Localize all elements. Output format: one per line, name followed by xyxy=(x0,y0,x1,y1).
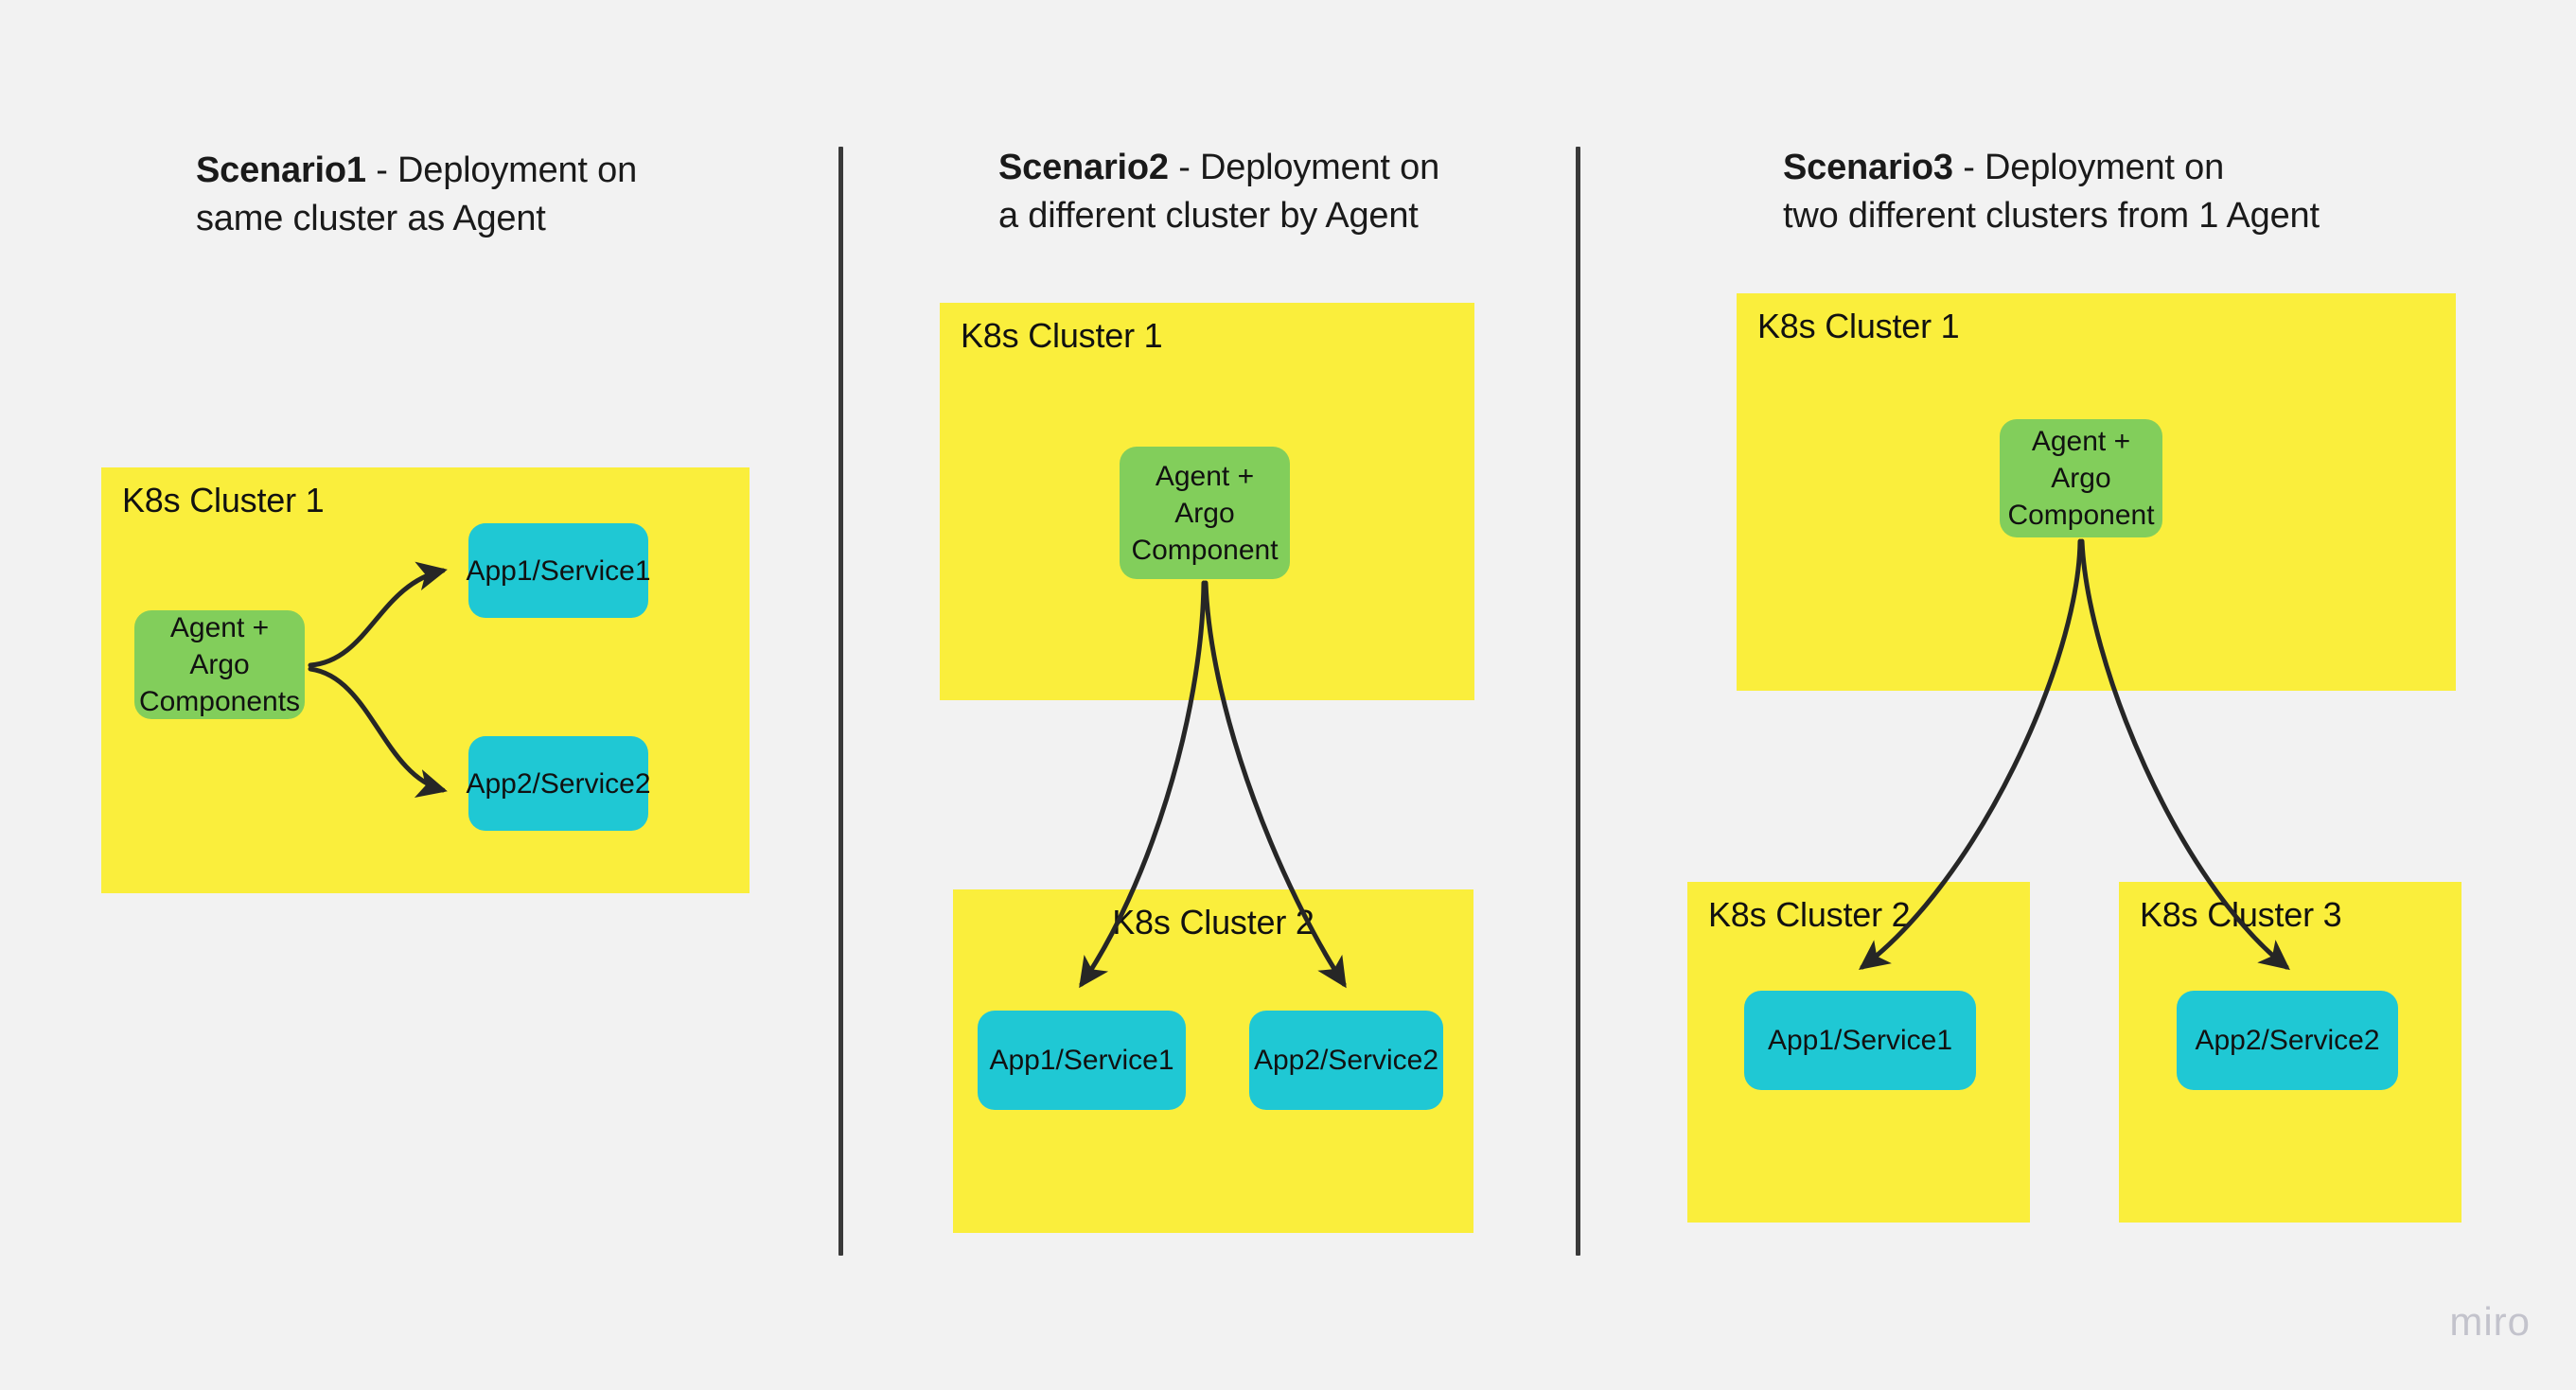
scenario2-title-rest: - Deployment on a different cluster by A… xyxy=(998,148,1440,237)
node-s2-agent[interactable]: Agent + Argo Component xyxy=(1120,447,1290,579)
node-s3-app2[interactable]: App2/Service2 xyxy=(2177,991,2398,1090)
node-s1-app1[interactable]: App1/Service1 xyxy=(466,523,651,618)
cluster-label-s1-cluster1: K8s Cluster 1 xyxy=(122,481,325,519)
node-s1-app2[interactable]: App2/Service2 xyxy=(466,736,651,831)
scenario1-title-rest: - Deployment on same cluster as Agent xyxy=(196,150,638,239)
scenario2-title: Scenario2 - Deployment on a different cl… xyxy=(998,144,1439,241)
cluster-label-s3-cluster2: K8s Cluster 2 xyxy=(1708,895,1911,934)
node-s1-agent[interactable]: Agent + Argo Components xyxy=(134,610,305,719)
cluster-label-s3-cluster1: K8s Cluster 1 xyxy=(1757,307,1960,345)
panel-divider-1 xyxy=(838,147,843,1256)
miro-watermark: miro xyxy=(2449,1299,2531,1344)
cluster-label-s2-cluster2: K8s Cluster 2 xyxy=(1112,903,1314,941)
node-s3-agent[interactable]: Agent + Argo Component xyxy=(2000,419,2162,537)
scenario1-title: Scenario1 - Deployment on same cluster a… xyxy=(196,147,637,244)
scenario3-title: Scenario3 - Deployment on two different … xyxy=(1783,144,2320,241)
node-s2-app2[interactable]: App2/Service2 xyxy=(1249,1011,1443,1110)
cluster-label-s3-cluster3: K8s Cluster 3 xyxy=(2140,895,2342,934)
panel-divider-2 xyxy=(1576,147,1580,1256)
scenario2-title-bold: Scenario2 xyxy=(998,148,1169,187)
scenario1-title-bold: Scenario1 xyxy=(196,150,366,190)
scenario3-title-bold: Scenario3 xyxy=(1783,148,1953,187)
node-s3-app1[interactable]: App1/Service1 xyxy=(1744,991,1976,1090)
node-s2-app1[interactable]: App1/Service1 xyxy=(978,1011,1186,1110)
scenario3-title-rest: - Deployment on two different clusters f… xyxy=(1783,148,2320,237)
cluster-label-s2-cluster1: K8s Cluster 1 xyxy=(961,316,1163,355)
